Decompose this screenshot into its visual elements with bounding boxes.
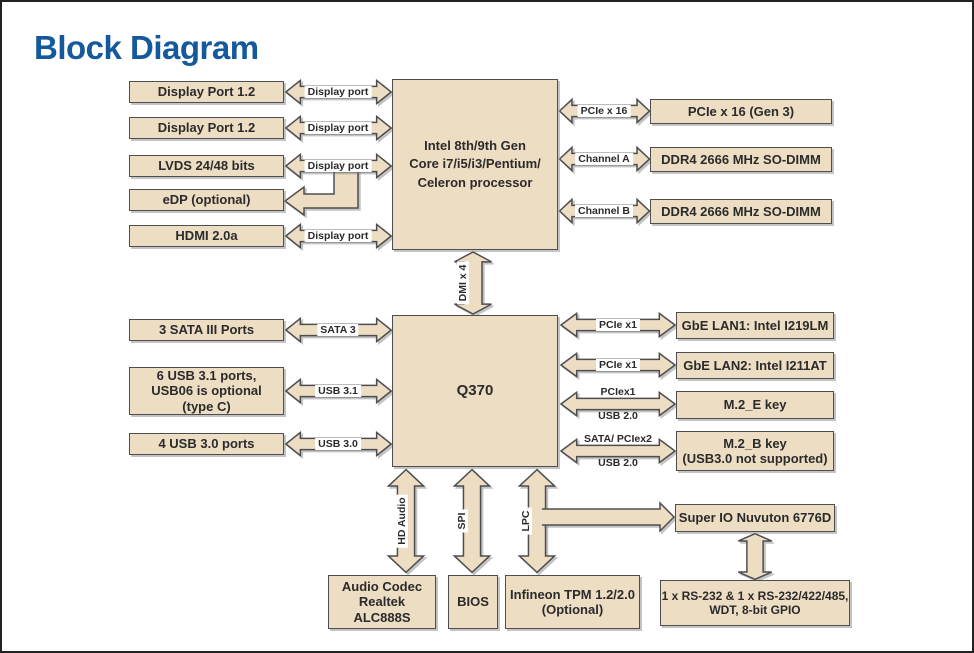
label-m2b-sata-pciex2: SATA/ PCIex2 xyxy=(584,433,652,445)
box-display-port-1: Display Port 1.2 xyxy=(129,81,284,103)
box-m2-e-key: M.2_E key xyxy=(676,391,834,419)
box-super-io: Super IO Nuvuton 6776D xyxy=(675,504,835,532)
label-display-port-3: Display port xyxy=(304,160,372,172)
label-hd-audio: HD Audio xyxy=(396,494,408,548)
box-m2-b-key: M.2_B key (USB3.0 not supported) xyxy=(676,431,834,471)
label-display-port-4: Display port xyxy=(304,230,372,242)
label-display-port-2: Display port xyxy=(304,122,372,134)
page-title: Block Diagram xyxy=(34,29,259,66)
box-edp: eDP (optional) xyxy=(129,189,284,211)
arrow-superio-serial xyxy=(737,533,773,580)
edp-branch-arrow xyxy=(283,166,359,217)
label-lpc: LPC xyxy=(520,507,532,535)
box-pcie-x16-gen3: PCIe x 16 (Gen 3) xyxy=(650,99,832,124)
box-ddr4-b: DDR4 2666 MHz SO-DIMM xyxy=(650,199,832,224)
box-usb31-ports: 6 USB 3.1 ports, USB06 is optional (type… xyxy=(129,367,284,415)
label-dmi-x4: DMI x 4 xyxy=(457,261,469,305)
label-pcie-x1-lan1: PCIe x1 xyxy=(596,319,640,331)
box-audio-codec: Audio Codec Realtek ALC888S xyxy=(328,575,436,629)
label-m2b-usb20: USB 2.0 xyxy=(598,457,638,469)
box-serial-gpio: 1 x RS-232 & 1 x RS-232/422/485, WDT, 8-… xyxy=(660,580,850,626)
label-channel-a: Channel A xyxy=(575,153,633,165)
box-gbe-lan1: GbE LAN1: Intel I219LM xyxy=(676,312,834,339)
label-usb30: USB 3.0 xyxy=(315,438,361,450)
box-lvds: LVDS 24/48 bits xyxy=(129,155,284,177)
box-display-port-2: Display Port 1.2 xyxy=(129,117,284,139)
box-pch-q370: Q370 xyxy=(392,315,558,467)
box-ddr4-a: DDR4 2666 MHz SO-DIMM xyxy=(650,147,832,172)
box-hdmi: HDMI 2.0a xyxy=(129,225,284,247)
box-sata-ports: 3 SATA III Ports xyxy=(129,319,284,341)
label-spi: SPI xyxy=(456,509,468,533)
box-processor: Intel 8th/9th Gen Core i7/i5/i3/Pentium/… xyxy=(392,79,558,250)
box-tpm: Infineon TPM 1.2/2.0 (Optional) xyxy=(505,575,640,629)
label-usb31: USB 3.1 xyxy=(315,385,361,397)
label-m2e-pciex1: PCIex1 xyxy=(600,386,636,398)
label-sata3: SATA 3 xyxy=(317,324,359,336)
lpc-branch-arrow xyxy=(542,501,676,533)
label-pcie-x16: PCIe x 16 xyxy=(577,105,631,117)
box-usb30-ports: 4 USB 3.0 ports xyxy=(129,433,284,455)
label-pcie-x1-lan2: PCIe x1 xyxy=(596,359,640,371)
label-channel-b: Channel B xyxy=(575,205,633,217)
box-gbe-lan2: GbE LAN2: Intel I211AT xyxy=(676,352,834,379)
label-display-port-1: Display port xyxy=(304,86,372,98)
label-m2e-usb20: USB 2.0 xyxy=(598,410,638,422)
box-bios: BIOS xyxy=(448,575,498,629)
